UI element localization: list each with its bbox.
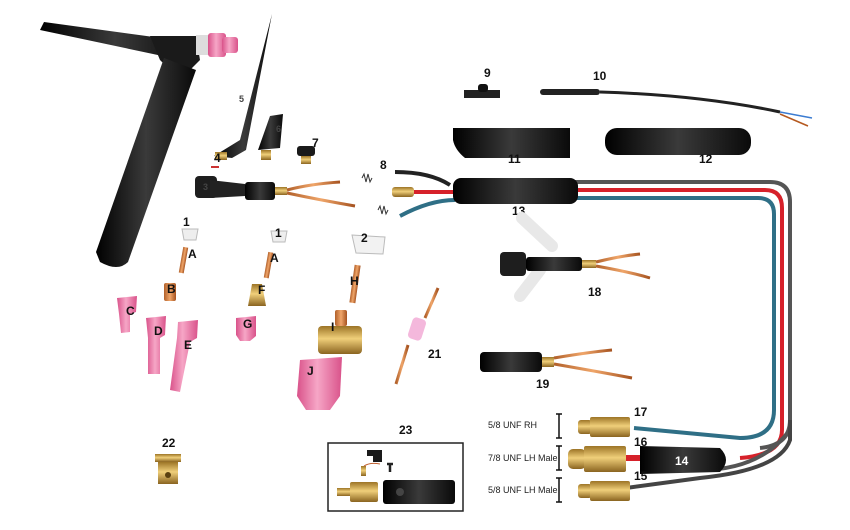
torch-collar <box>196 35 210 55</box>
spec-gas-fitting: 5/8 UNF RH <box>488 420 537 430</box>
part-4-o-ring <box>211 166 219 168</box>
torch-nozzle <box>208 33 226 57</box>
label-17: 17 <box>634 405 648 419</box>
stubby-gas-lens-set <box>236 230 288 341</box>
part-22-clamp <box>155 454 181 484</box>
label-G: G <box>243 317 252 331</box>
label-23: 23 <box>399 423 413 437</box>
fitting-specs: 5/8 UNF RH 7/8 UNF LH Male 5/8 UNF LH Ma… <box>488 413 562 503</box>
part-3-torch-body: 3 <box>195 176 356 208</box>
part-7-button-cap <box>297 146 315 164</box>
cable-assembly <box>392 170 792 490</box>
torch-handle <box>96 58 196 267</box>
label-A-2: A <box>270 251 279 265</box>
label-11: 11 <box>508 152 521 166</box>
part-19-handle-adapter <box>480 348 633 380</box>
label-1a: 1 <box>183 215 190 229</box>
label-7: 7 <box>312 136 319 150</box>
torch-nozzle-tip <box>222 37 238 53</box>
label-B: B <box>167 282 176 296</box>
label-6: 6 <box>276 124 281 134</box>
part-13-sheath-handle <box>453 178 578 204</box>
label-H: H <box>350 274 359 288</box>
part-5-long-back-cap: 5 <box>214 14 272 160</box>
label-1b: 1 <box>275 226 282 240</box>
spec-return-fitting: 5/8 UNF LH Male <box>488 485 558 495</box>
part-10-switch-lead <box>540 89 813 127</box>
label-19: 19 <box>536 377 550 391</box>
springs <box>361 172 389 216</box>
label-18: 18 <box>588 285 602 299</box>
part-6-short-back-cap: 6 <box>258 114 283 160</box>
label-5: 5 <box>239 94 244 104</box>
label-D: D <box>154 324 163 338</box>
label-A-1: A <box>188 247 197 261</box>
label-3: 3 <box>203 182 208 192</box>
label-J: J <box>307 364 314 378</box>
torch-head-back <box>40 22 190 58</box>
label-I: I <box>331 320 334 334</box>
label-C: C <box>126 304 135 318</box>
label-22: 22 <box>162 436 176 450</box>
part-12-sheath <box>605 128 751 155</box>
label-9: 9 <box>484 66 491 80</box>
label-15: 15 <box>634 469 648 483</box>
label-12: 12 <box>699 152 713 166</box>
large-gas-lens-set <box>297 234 386 410</box>
label-16: 16 <box>634 435 648 449</box>
label-8: 8 <box>380 158 387 172</box>
part-11-switch-cover <box>453 128 570 158</box>
label-10: 10 <box>593 69 607 83</box>
part-21-gas-lens-kit <box>394 287 440 385</box>
label-2: 2 <box>361 231 368 245</box>
label-E: E <box>184 338 192 352</box>
standard-collet-body-set <box>117 228 199 392</box>
part-18-flex-head <box>500 212 651 302</box>
label-21: 21 <box>428 347 442 361</box>
part-9-switch <box>464 84 500 98</box>
part-23-kit-box <box>327 442 464 512</box>
label-F: F <box>258 283 265 297</box>
spec-power-fitting: 7/8 UNF LH Male <box>488 453 558 463</box>
part-14-power-cable-boot <box>640 446 726 474</box>
label-4: 4 <box>214 151 221 165</box>
torch-assembly <box>40 22 238 267</box>
label-14: 14 <box>675 454 689 468</box>
fittings <box>568 417 726 501</box>
